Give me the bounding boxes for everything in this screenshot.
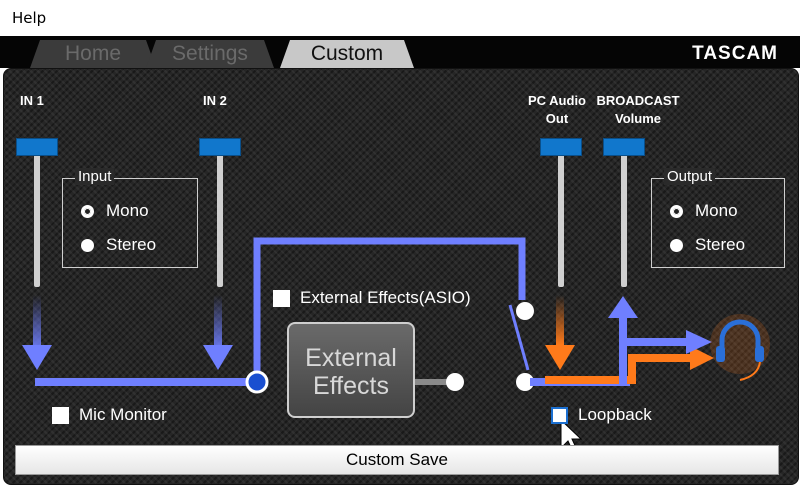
in2-slider-knob[interactable] [199, 138, 241, 156]
in1-label: IN 1 [20, 93, 44, 108]
pc-audio-out-label: PC Audio Out [527, 93, 586, 126]
radio-checked-icon [81, 204, 94, 218]
tab-strip: Home Settings Custom [0, 36, 800, 68]
switch-lever [508, 304, 530, 371]
switch-top-node [516, 302, 534, 320]
checkbox-icon [52, 406, 69, 424]
tab-custom[interactable]: Custom [280, 40, 414, 68]
pc-out-slider-knob[interactable] [540, 138, 582, 156]
in1-arrow-icon [22, 295, 52, 370]
external-effects-block[interactable]: External Effects [287, 322, 415, 418]
radio-checked-icon [670, 204, 683, 218]
pc-out-slider-track[interactable] [558, 150, 564, 287]
menu-help[interactable]: Help [12, 9, 47, 27]
headphones-icon [710, 314, 770, 381]
output-mono-radio[interactable]: Mono [670, 201, 738, 221]
mic-monitor-checkbox[interactable]: Mic Monitor [52, 405, 167, 425]
input-mode-group: Input Mono Stereo [62, 168, 198, 268]
in1-slider-knob[interactable] [16, 138, 58, 156]
in2-label: IN 2 [203, 93, 227, 108]
effects-output-node [446, 373, 464, 391]
checkbox-icon [273, 289, 290, 307]
tab-settings[interactable]: Settings [146, 40, 274, 68]
broadcast-slider-track[interactable] [621, 150, 627, 287]
menu-bar: Help [0, 0, 800, 36]
radio-unchecked-icon [81, 238, 94, 252]
input-mono-radio[interactable]: Mono [81, 201, 149, 221]
output-stereo-radio[interactable]: Stereo [670, 235, 745, 255]
radio-unchecked-icon [670, 238, 683, 252]
in1-slider-track[interactable] [34, 150, 40, 287]
checkbox-icon [551, 406, 568, 424]
output-group-title: Output [664, 168, 716, 185]
custom-panel [3, 68, 799, 485]
input-bus-line [35, 378, 257, 386]
input-group-title: Input [75, 168, 115, 185]
loopback-checkbox[interactable]: Loopback [551, 405, 652, 425]
blue-output-arrow-icon [686, 330, 712, 354]
in2-arrow-icon [203, 295, 233, 370]
pc-out-arrow-icon [545, 295, 575, 370]
tab-home[interactable]: Home [30, 40, 156, 68]
in2-slider-track[interactable] [217, 150, 223, 287]
output-mode-group: Output Mono Stereo [651, 168, 785, 268]
broadcast-arrow-icon [608, 296, 638, 384]
broadcast-volume-label: BROADCAST Volume [596, 93, 680, 126]
broadcast-slider-knob[interactable] [603, 138, 645, 156]
custom-save-button[interactable]: Custom Save [15, 445, 779, 475]
input-stereo-radio[interactable]: Stereo [81, 235, 156, 255]
brand-logo: TASCAM [692, 43, 778, 64]
asio-route-line [253, 237, 526, 382]
orange-output-arrow-icon [690, 346, 714, 370]
bus-junction-node [245, 370, 269, 394]
switch-bottom-node [516, 373, 534, 391]
external-effects-asio-checkbox[interactable]: External Effects(ASIO) [273, 288, 471, 308]
